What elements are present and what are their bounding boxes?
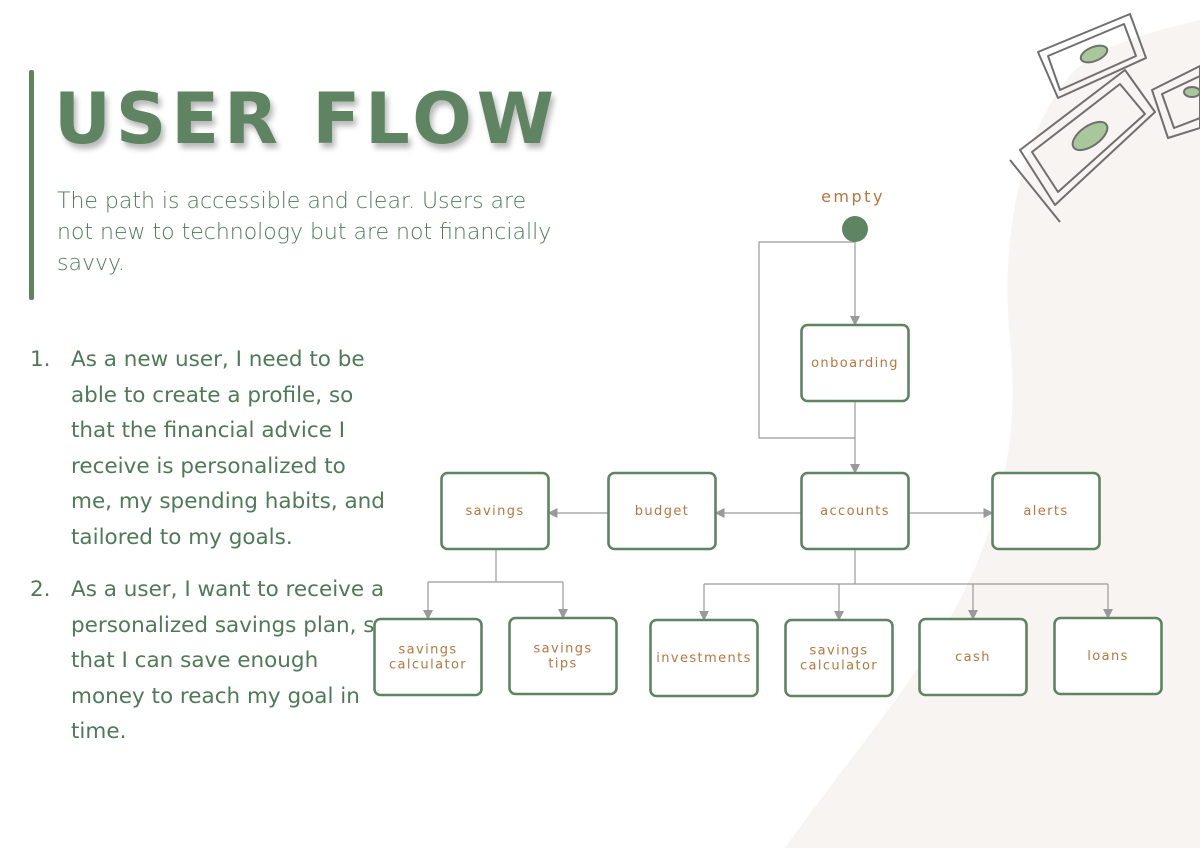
user-story-1: 1. As a new user, I need to be able to c… <box>30 342 390 555</box>
flow-node-label: calculator <box>800 659 878 674</box>
flow-node-label: savings <box>809 644 868 659</box>
flow-node-savings: savings <box>440 471 550 551</box>
flow-node-box <box>1053 616 1163 696</box>
user-story-2: 2. As a user, I want to receive a person… <box>30 572 390 750</box>
flow-node-label: accounts <box>820 504 890 519</box>
user-story-number: 2. <box>30 577 51 602</box>
user-story-text: As a new user, I need to be able to crea… <box>71 347 385 550</box>
flow-node-label: alerts <box>1023 504 1068 519</box>
flow-node-box <box>800 323 910 403</box>
flow-node-box <box>800 471 910 551</box>
flow-node-accounts: accounts <box>800 471 910 551</box>
page-title: USER FLOW <box>54 78 559 160</box>
user-stories-list: 1. As a new user, I need to be able to c… <box>30 342 390 767</box>
flow-node-label: loans <box>1087 649 1129 664</box>
user-story-text: As a user, I want to receive a personali… <box>71 577 388 744</box>
flow-start-node <box>842 216 868 242</box>
flow-node-label: savings <box>465 504 524 519</box>
flow-node-label: investments <box>656 651 752 666</box>
flow-node-box <box>991 471 1101 551</box>
flow-node-box <box>508 616 618 696</box>
flow-node-label: savings <box>533 642 592 657</box>
flow-node-box <box>784 618 894 698</box>
flow-node-budget: budget <box>607 471 717 551</box>
flow-node-box <box>373 617 483 697</box>
flow-node-box <box>918 617 1028 697</box>
intro-text: The path is accessible and clear. Users … <box>57 189 552 276</box>
flow-node-label: onboarding <box>811 356 899 371</box>
flow-nodes: empty onboarding accounts budget savings aler… <box>373 187 1163 698</box>
flow-node-loans: loans <box>1053 616 1163 696</box>
edge-start-accounts-bypass <box>758 241 855 439</box>
flow-node-onboarding: onboarding <box>800 323 910 403</box>
flow-start-label: empty <box>821 187 885 206</box>
flow-edges <box>423 241 1113 621</box>
flow-node-cash: cash <box>918 617 1028 697</box>
flow-node-label: cash <box>955 650 991 665</box>
flow-node-box <box>607 471 717 551</box>
flow-node-label: savings <box>398 643 457 658</box>
title-accent-bar <box>29 70 34 300</box>
flow-node-label: tips <box>548 657 577 672</box>
flow-node-box <box>440 471 550 551</box>
flow-node-alerts: alerts <box>991 471 1101 551</box>
flow-node-box <box>649 618 759 698</box>
flow-node-label: budget <box>635 504 690 519</box>
user-story-number: 1. <box>30 347 51 372</box>
flow-node-label: calculator <box>389 658 467 673</box>
flow-node-investments: investments <box>649 618 759 698</box>
